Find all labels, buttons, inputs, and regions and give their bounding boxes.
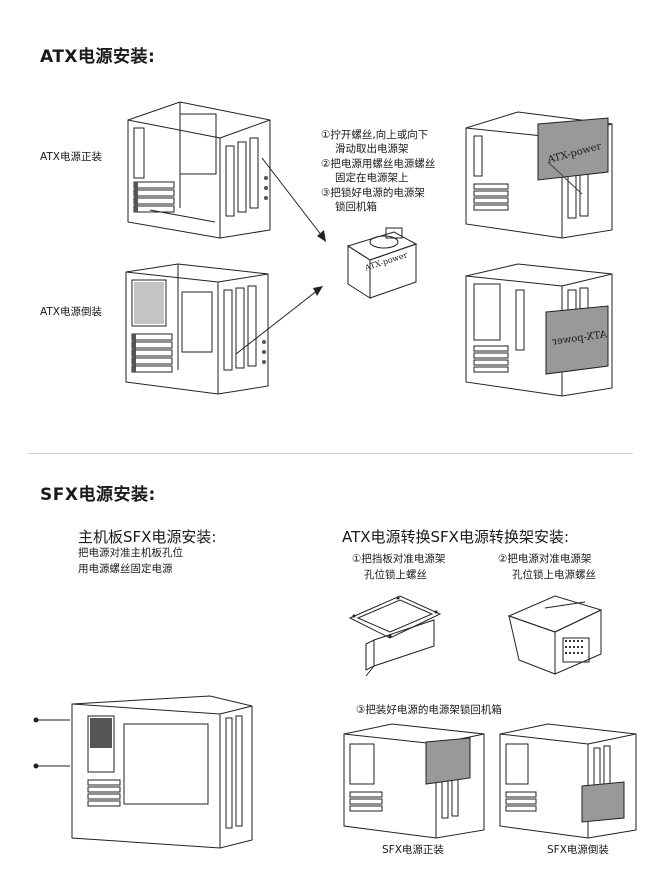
atx-step-3: ③把锁好电源的电源架 xyxy=(321,187,425,199)
case-illustration-sfx-normal xyxy=(343,723,485,839)
sfx-step-1b: 孔位锁上螺丝 xyxy=(364,569,427,581)
sfx-step-2b: 孔位锁上电源螺丝 xyxy=(512,569,596,581)
sfx-inverted-label: SFX电源倒装 xyxy=(547,844,609,856)
case-illustration-atx-psu-installed xyxy=(465,111,613,239)
sfx-section-title: SFX电源安装: xyxy=(40,485,156,505)
atx-normal-label: ATX电源正装 xyxy=(40,151,102,163)
sfx-step-1a: ①把挡板对准电源架 xyxy=(352,553,446,565)
case-illustration-atx-psu-bottom xyxy=(465,263,613,397)
bracket-plate-illustration xyxy=(348,595,442,677)
case-illustration-sfx-mb xyxy=(33,695,253,849)
sfx-psu-bracket-illustration xyxy=(507,595,603,675)
atx-section-title: ATX电源安装: xyxy=(40,47,156,67)
atx-step-2b: 固定在电源架上 xyxy=(335,172,409,184)
sfx-step-2a: ②把电源对准电源架 xyxy=(498,553,592,565)
psu-bracket-illustration xyxy=(346,227,418,299)
atx-step-1b: 滑动取出电源架 xyxy=(335,143,409,155)
sfx-mb-title: 主机板SFX电源安装: xyxy=(78,528,217,546)
case-illustration-atx-inverted xyxy=(125,263,269,395)
atx-step-2: ②把电源用螺丝电源螺丝 xyxy=(321,158,436,170)
sfx-normal-label: SFX电源正装 xyxy=(382,844,444,856)
section-divider xyxy=(28,453,633,454)
case-illustration-sfx-inverted xyxy=(499,723,637,839)
sfx-convert-title: ATX电源转换SFX电源转换架安装: xyxy=(342,528,570,546)
sfx-mb-desc-2: 用电源螺丝固定电源 xyxy=(78,563,173,575)
sfx-step-3: ③把装好电源的电源架锁回机箱 xyxy=(356,704,502,716)
atx-inverted-label: ATX电源倒装 xyxy=(40,306,102,318)
atx-step-3b: 锁回机箱 xyxy=(335,201,377,213)
sfx-mb-desc-1: 把电源对准主机板孔位 xyxy=(78,547,183,559)
atx-step-1: ①拧开螺丝,向上或向下 xyxy=(321,129,429,141)
case-illustration-atx-normal xyxy=(127,101,271,239)
